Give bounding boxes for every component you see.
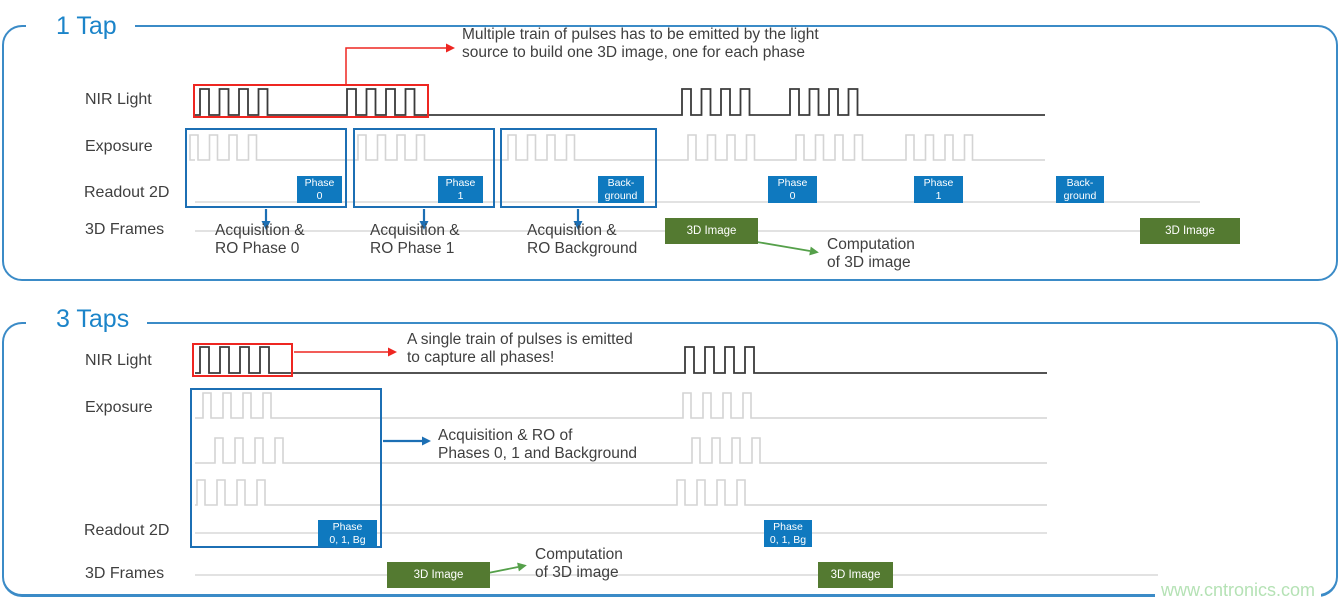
badge-line: Back-	[607, 176, 635, 189]
p1-row-label-exposure: Exposure	[85, 138, 153, 155]
p1-acq-label-background: Acquisition & RO Background	[527, 222, 637, 259]
panel-2-title: 3 Taps	[26, 303, 148, 335]
p1-row-label-nir-light: NIR Light	[85, 91, 152, 108]
p1-red-annotation-arrow	[345, 47, 446, 84]
note-line: Acquisition &	[370, 222, 460, 239]
note-line: to capture all phases!	[407, 349, 555, 367]
badge-line: Phase	[332, 520, 363, 533]
note-line: RO Phase 0	[215, 240, 300, 258]
p1-acquisition-box-background	[500, 128, 657, 208]
panel-1-tap	[2, 25, 1338, 281]
p2-red-annotation-arrow-head	[388, 347, 397, 357]
note-line: of 3D image	[535, 564, 619, 582]
panel-1-title: 1 Tap	[26, 10, 135, 42]
p2-acquisition-box-all-phases	[190, 388, 382, 548]
p1-acq-arrow-phase1-head	[419, 221, 429, 230]
badge-line: Phase	[777, 176, 808, 189]
note-line: RO Background	[527, 240, 638, 258]
badge-line: ground	[604, 189, 638, 202]
p2-nir-waveform	[195, 346, 1047, 374]
p1-nir-waveform	[195, 88, 1045, 116]
badge-line: Phase	[923, 176, 954, 189]
p1-3d-image-box-b: 3D Image	[1140, 218, 1240, 244]
note-line: Computation	[535, 546, 623, 563]
p2-red-highlight-box	[192, 343, 293, 377]
p2-acq-note: Acquisition & RO of Phases 0, 1 and Back…	[438, 427, 637, 464]
badge-line: 1	[457, 189, 464, 202]
badge-line: 0	[789, 189, 796, 202]
p1-acq-label-phase0: Acquisition & RO Phase 0	[215, 222, 305, 259]
p2-exposure-tap1-waveform	[195, 392, 1047, 419]
note-line: of 3D image	[827, 254, 911, 272]
p1-computation-arrow	[756, 241, 811, 252]
badge-line: Back-	[1066, 176, 1094, 189]
p1-acquisition-box-phase1	[353, 128, 495, 208]
p2-exposure-tap3-waveform	[195, 479, 1047, 506]
p1-red-highlight-box	[193, 84, 429, 118]
p1-red-annotation-arrow-head	[446, 43, 455, 53]
p1-computation-arrow-head	[809, 246, 819, 256]
badge-line: Phase	[445, 176, 476, 189]
p2-computation-arrow-head	[517, 562, 527, 572]
p2-row-label-exposure: Exposure	[85, 399, 153, 416]
p2-computation-note: Computation of 3D image	[535, 546, 623, 583]
badge-line: 0	[316, 189, 323, 202]
p1-row-label-3d-frames: 3D Frames	[85, 221, 165, 238]
p1-readout-badge-background-b: Back-ground	[1056, 176, 1104, 203]
p1-acq-arrow-phase0-head	[261, 221, 271, 230]
p2-3d-image-box-b: 3D Image	[818, 562, 893, 588]
p1-acq-arrow-background-head	[573, 221, 583, 230]
note-line: Acquisition &	[527, 222, 617, 239]
p1-computation-note: Computation of 3D image	[827, 236, 915, 273]
p1-acq-label-phase1: Acquisition & RO Phase 1	[370, 222, 460, 259]
watermark: www.cntronics.com	[1155, 579, 1322, 602]
p2-row-label-readout-2d: Readout 2D	[84, 522, 170, 539]
p1-3d-image-box-a: 3D Image	[665, 218, 758, 244]
p2-acq-arrow-head	[422, 436, 431, 446]
p2-row-label-3d-frames: 3D Frames	[85, 565, 165, 582]
p2-nir-note: A single train of pulses is emitted to c…	[407, 331, 633, 368]
p2-row-label-nir-light: NIR Light	[85, 352, 152, 369]
p1-readout-badge-background-a: Back-ground	[598, 176, 644, 203]
p1-exposure-waveform	[189, 134, 1045, 161]
p2-3d-image-box-a: 3D Image	[387, 562, 490, 588]
p1-row-label-readout-2d: Readout 2D	[84, 184, 170, 201]
p1-nir-note: Multiple train of pulses has to be emitt…	[462, 26, 819, 63]
note-line: Multiple train of pulses has to be emitt…	[462, 26, 819, 43]
badge-line: Phase	[304, 176, 335, 189]
note-line: Phases 0, 1 and Background	[438, 445, 638, 463]
badge-line: ground	[1063, 189, 1097, 202]
note-line: source to build one 3D image, one for ea…	[462, 44, 805, 62]
note-line: A single train of pulses is emitted	[407, 331, 633, 348]
badge-line: 1	[935, 189, 942, 202]
badge-line: 0, 1, Bg	[769, 533, 807, 546]
panel-3-taps	[2, 322, 1338, 597]
p1-acquisition-box-phase0	[185, 128, 347, 208]
note-line: RO Phase 1	[370, 240, 455, 258]
note-line: Acquisition &	[215, 222, 305, 239]
badge-line: Phase	[773, 520, 803, 533]
note-line: Acquisition & RO of	[438, 427, 573, 444]
badge-line: 0, 1, Bg	[329, 533, 366, 546]
p2-computation-arrow	[487, 566, 519, 574]
note-line: Computation	[827, 236, 915, 253]
p2-exposure-tap2-waveform	[195, 437, 1047, 464]
